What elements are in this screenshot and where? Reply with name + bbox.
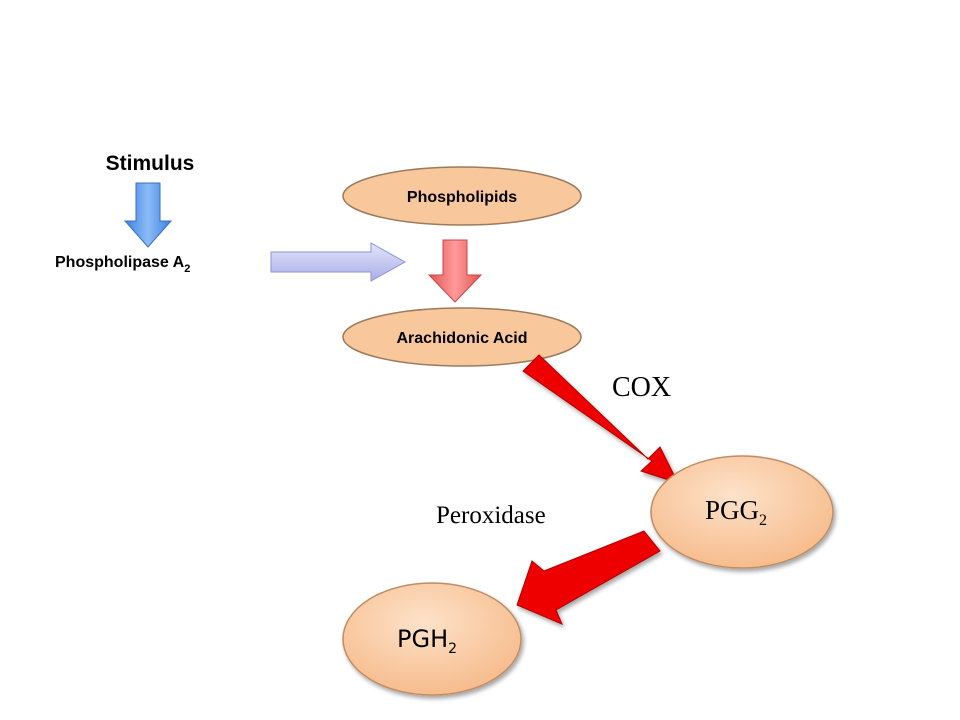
phospholipase-arrow bbox=[270, 242, 407, 282]
pgg2-node: PGG2 bbox=[650, 455, 834, 569]
phospholipids-label: Phospholipids bbox=[407, 189, 517, 206]
stimulus-label: Stimulus bbox=[106, 152, 195, 175]
pgh2-node: PGH2 bbox=[342, 582, 522, 696]
arachidonic-acid-label: Arachidonic Acid bbox=[397, 330, 528, 347]
pgg2-label: PGG2 bbox=[705, 495, 767, 529]
peroxidase-arrow bbox=[516, 530, 661, 625]
phospholipids-node: Phospholipids bbox=[342, 166, 582, 226]
phospholipase-conversion-arrow bbox=[427, 239, 483, 303]
arachidonic-acid-node: Arachidonic Acid bbox=[342, 307, 582, 367]
stimulus-arrow bbox=[123, 182, 173, 248]
cox-arrow bbox=[522, 354, 679, 484]
pgh2-label: PGH2 bbox=[397, 625, 457, 657]
cox-label: COX bbox=[612, 372, 671, 403]
phospholipase-label: Phospholipase A2 bbox=[55, 254, 190, 275]
peroxidase-label: Peroxidase bbox=[436, 502, 546, 529]
